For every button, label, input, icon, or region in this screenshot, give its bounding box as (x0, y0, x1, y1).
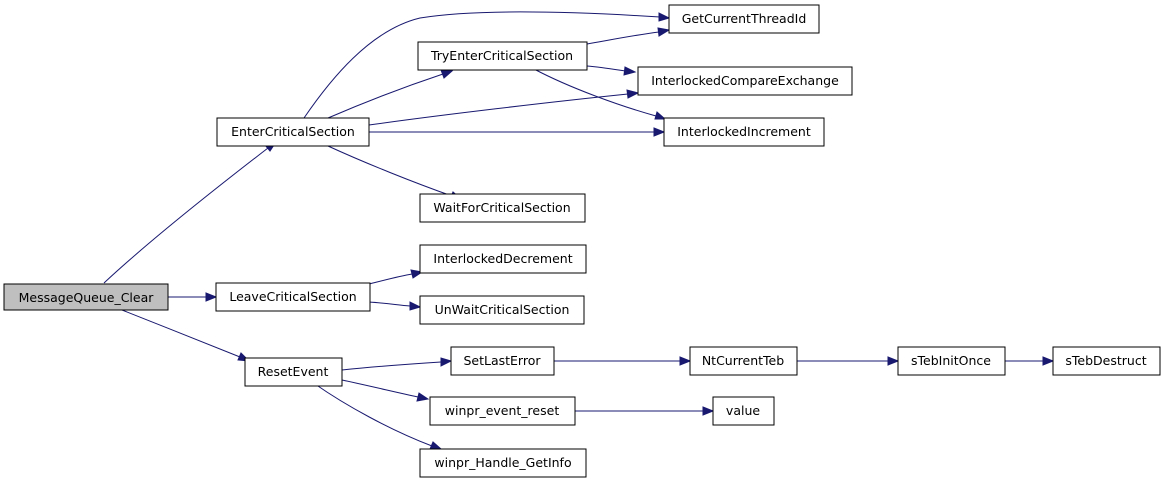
edge-resetevent-to-setlasterror (341, 357, 453, 371)
edge-tryentercriticalsection-to-interlockedcompareexchange (586, 65, 637, 76)
node-messagequeue-clear[interactable]: MessageQueue_Clear (3, 283, 169, 311)
edge-winpr-event-reset-to-value (575, 406, 715, 416)
node-resetevent[interactable]: ResetEvent (244, 357, 343, 387)
edge-entercriticalsection-to-waitforcriticalsection (327, 145, 463, 200)
node-leavecriticalsection[interactable]: LeaveCriticalSection (215, 282, 371, 312)
node-winpr-handle-getinfo[interactable]: winpr_Handle_GetInfo (419, 448, 587, 478)
edge-messagequeue-clear-to-resetevent (121, 309, 251, 362)
edge-entercriticalsection-to-interlockedcompareexchange (368, 89, 640, 126)
edge-tryentercriticalsection-to-getcurrentthreadid (586, 27, 671, 45)
node-label: WaitForCriticalSection (433, 200, 570, 215)
node-winpr-event-reset[interactable]: winpr_event_reset (429, 396, 576, 426)
edge-entercriticalsection-to-getcurrentthreadid (303, 11, 671, 119)
edge-entercriticalsection-to-interlockedincrement (369, 127, 666, 137)
edge-stebinitonce-to-stebdestruct (1005, 356, 1055, 366)
node-interlockeddecrement[interactable]: InterlockedDecrement (419, 244, 587, 274)
edge-setlasterror-to-ntcurrentteb (554, 356, 692, 366)
node-tryentercriticalsection[interactable]: TryEnterCriticalSection (417, 41, 588, 71)
node-setlasterror[interactable]: SetLastError (450, 346, 555, 376)
node-entercriticalsection[interactable]: EnterCriticalSection (216, 117, 370, 147)
node-label: sTebDestruct (1065, 353, 1146, 368)
edge-leavecriticalsection-to-interlockeddecrement (368, 269, 424, 285)
node-waitforcriticalsection[interactable]: WaitForCriticalSection (419, 193, 586, 223)
node-stebinitonce[interactable]: sTebInitOnce (897, 346, 1006, 376)
edge-messagequeue-clear-to-entercriticalsection (103, 141, 278, 284)
node-label: ResetEvent (258, 364, 329, 379)
node-label: GetCurrentThreadId (682, 11, 807, 26)
node-value[interactable]: value (712, 396, 775, 426)
node-label: UnWaitCriticalSection (435, 302, 570, 317)
node-label: InterlockedIncrement (677, 124, 811, 139)
node-interlockedcompareexchange[interactable]: InterlockedCompareExchange (637, 66, 853, 96)
edge-tryentercriticalsection-to-interlockedincrement (533, 68, 667, 120)
node-label: LeaveCriticalSection (229, 289, 356, 304)
edge-ntcurrentteb-to-stebinitonce (797, 356, 900, 366)
edge-resetevent-to-winpr-event-reset (341, 379, 430, 402)
edge-leavecriticalsection-to-unwaitcriticalsection (368, 301, 422, 311)
node-label: winpr_event_reset (445, 403, 560, 418)
node-stebdestruct[interactable]: sTebDestruct (1052, 346, 1161, 376)
node-label: winpr_Handle_GetInfo (434, 455, 571, 470)
node-label: TryEnterCriticalSection (430, 48, 573, 63)
node-label: EnterCriticalSection (231, 124, 355, 139)
node-label: InterlockedCompareExchange (651, 73, 839, 88)
node-label: sTebInitOnce (911, 353, 991, 368)
edge-messagequeue-clear-to-leavecriticalsection (168, 292, 218, 302)
node-interlockedincrement[interactable]: InterlockedIncrement (663, 117, 825, 147)
edge-resetevent-to-winpr-handle-getinfo (314, 383, 443, 450)
node-label: MessageQueue_Clear (19, 290, 155, 305)
node-getcurrentthreadid[interactable]: GetCurrentThreadId (668, 4, 820, 34)
node-label: SetLastError (463, 353, 541, 368)
node-unwaitcriticalsection[interactable]: UnWaitCriticalSection (419, 295, 585, 325)
edge-entercriticalsection-to-tryentercriticalsection (327, 69, 454, 119)
node-label: value (726, 403, 760, 418)
node-label: InterlockedDecrement (433, 251, 572, 266)
node-ntcurrentteb[interactable]: NtCurrentTeb (689, 346, 798, 376)
node-label: NtCurrentTeb (702, 353, 784, 368)
